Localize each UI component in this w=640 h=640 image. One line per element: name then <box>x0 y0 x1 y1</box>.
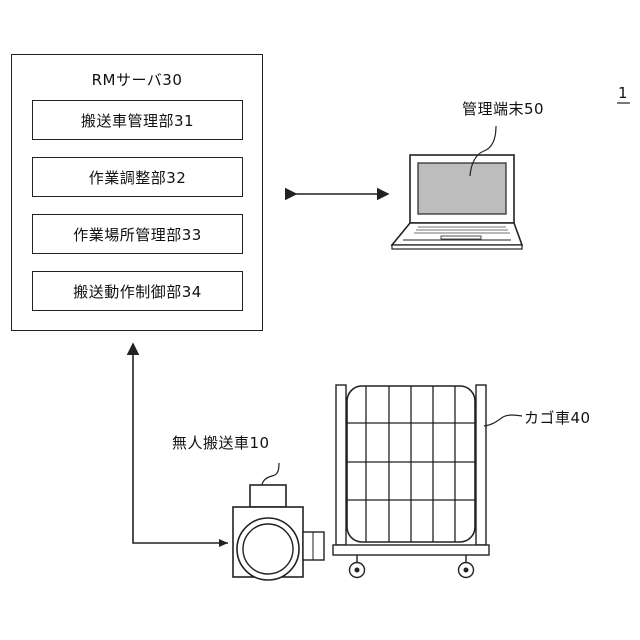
unmanned-vehicle-icon <box>233 485 324 580</box>
unit-work-location-management: 作業場所管理部33 <box>32 214 243 254</box>
figure-number: 1 <box>618 84 628 102</box>
vehicle-label: 無人搬送車10 <box>172 432 270 453</box>
rm-server-title: RMサーバ30 <box>12 69 262 90</box>
rm-server-box: RMサーバ30 搬送車管理部31 作業調整部32 作業場所管理部33 搬送動作制… <box>11 54 263 331</box>
cart-label: カゴ車40 <box>524 407 591 428</box>
unit-vehicle-management: 搬送車管理部31 <box>32 100 243 140</box>
laptop-icon <box>392 155 522 249</box>
vehicle-leader-line <box>262 463 279 485</box>
cart-icon <box>333 385 489 578</box>
vehicle-link-arrowhead <box>219 539 228 547</box>
unit-work-coordination: 作業調整部32 <box>32 157 243 197</box>
cart-leader-line <box>484 415 522 426</box>
terminal-label: 管理端末50 <box>462 98 544 119</box>
unit-transport-motion-control: 搬送動作制御部34 <box>32 271 243 311</box>
